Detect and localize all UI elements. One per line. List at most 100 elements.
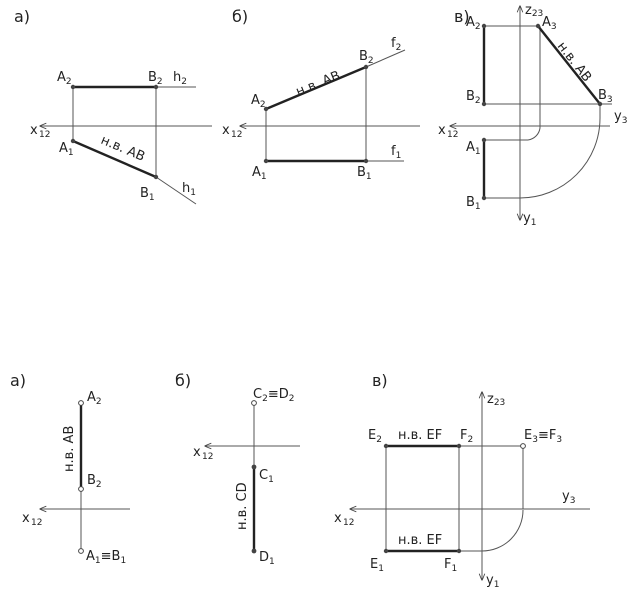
axis-sub-12: 12 bbox=[39, 130, 50, 140]
point-b1 bbox=[481, 195, 487, 201]
point-b2 bbox=[363, 64, 369, 70]
label-b1: B1 bbox=[357, 165, 372, 182]
point-f2 bbox=[456, 443, 462, 449]
axis-label-x: x bbox=[438, 123, 446, 138]
axis-label-x: x bbox=[222, 123, 230, 138]
label-f1: f1 bbox=[391, 144, 401, 161]
segment-a2-b2 bbox=[265, 65, 367, 111]
label-e2: E2 bbox=[368, 428, 382, 445]
panel-label-bottom-b: б) bbox=[175, 371, 191, 390]
segment-a3-b3 bbox=[537, 25, 601, 105]
top-panel-c: в) x 12 z23 y1 y3 A2 B2 A1 B1 A3 B3 н.в.… bbox=[438, 3, 627, 228]
panel-label-top-b: б) bbox=[232, 7, 248, 26]
point-e2 bbox=[383, 443, 389, 449]
point-a1-b1 bbox=[78, 548, 84, 554]
label-b1: B1 bbox=[140, 186, 155, 203]
point-a1 bbox=[263, 158, 269, 164]
true-length-label-ab: н.в. АВ bbox=[98, 133, 147, 165]
axis-label-z: z23 bbox=[525, 3, 543, 19]
label-a1-equiv-b1: A1≡B1 bbox=[86, 549, 126, 566]
axis-label-y1: y1 bbox=[486, 573, 499, 590]
top-panel-b: б) x 12 A2 B2 f2 A1 B1 f1 н.в. АВ bbox=[222, 7, 420, 182]
bottom-panel-a: а) x 12 A2 B2 A1≡B1 н.в. АВ bbox=[10, 371, 130, 566]
axis-sub-12: 12 bbox=[202, 452, 213, 462]
axis-sub-12: 12 bbox=[31, 518, 42, 528]
label-a2: A2 bbox=[251, 93, 266, 110]
point-b2 bbox=[481, 101, 487, 107]
point-f1 bbox=[456, 548, 462, 554]
label-a1: A1 bbox=[59, 141, 74, 158]
label-a2: A2 bbox=[87, 390, 102, 407]
axis-sub-12: 12 bbox=[343, 518, 354, 528]
axis-sub-12: 12 bbox=[231, 130, 242, 140]
label-b2: B2 bbox=[466, 89, 481, 106]
bottom-panel-c: в) x 12 z23 y1 y3 E2 F2 E3≡F3 E1 F1 н.в.… bbox=[334, 371, 590, 590]
point-a3 bbox=[535, 23, 541, 29]
panel-label-bottom-c: в) bbox=[372, 371, 388, 390]
axis-label-y3: y3 bbox=[562, 489, 575, 506]
label-d1: D1 bbox=[259, 550, 275, 567]
label-h1: h1 bbox=[182, 181, 196, 198]
true-length-label-ab: н.в. АВ bbox=[62, 426, 77, 472]
label-h2: h2 bbox=[173, 70, 187, 87]
panel-label-top-a: а) bbox=[14, 7, 30, 26]
point-b1 bbox=[363, 158, 369, 164]
h1-line bbox=[155, 176, 197, 205]
point-b2 bbox=[153, 84, 159, 90]
point-a2 bbox=[481, 23, 487, 29]
label-b2: B2 bbox=[359, 49, 374, 66]
top-panel-a: а) x 12 A2 B2 h2 A1 B1 h1 н.в. АВ bbox=[14, 7, 212, 205]
point-a1 bbox=[481, 137, 487, 143]
label-e1: E1 bbox=[370, 557, 384, 574]
point-b2 bbox=[78, 486, 84, 492]
point-a2 bbox=[263, 106, 269, 112]
label-b3: B3 bbox=[598, 88, 613, 105]
label-a2: A2 bbox=[466, 15, 481, 32]
point-a2 bbox=[70, 84, 76, 90]
arc-link-a bbox=[527, 26, 541, 141]
label-b2: B2 bbox=[148, 70, 163, 87]
axis-label-x: x bbox=[22, 511, 30, 526]
point-e1 bbox=[383, 548, 389, 554]
label-f2: F2 bbox=[460, 428, 473, 445]
axis-label-x: x bbox=[30, 123, 38, 138]
segment-a1-b1 bbox=[72, 139, 157, 179]
axis-label-z: z23 bbox=[487, 392, 505, 408]
label-f1: F1 bbox=[444, 557, 457, 574]
label-c1: C1 bbox=[259, 468, 274, 485]
axis-sub-12: 12 bbox=[447, 130, 458, 140]
label-a2: A2 bbox=[57, 70, 72, 87]
point-a1 bbox=[70, 138, 76, 144]
panel-label-bottom-a: а) bbox=[10, 371, 26, 390]
true-length-label-cd: н.в. CD bbox=[235, 482, 250, 530]
f2-line bbox=[365, 49, 406, 68]
label-a1: A1 bbox=[252, 165, 267, 182]
point-e3-f3 bbox=[520, 443, 526, 449]
axis-label-x: x bbox=[334, 511, 342, 526]
true-length-label-ef-front: н.в. EF bbox=[398, 428, 442, 443]
point-d1 bbox=[251, 548, 257, 554]
point-b3 bbox=[597, 101, 603, 107]
arc-link-b bbox=[519, 104, 601, 199]
label-a1: A1 bbox=[466, 140, 481, 157]
label-b2: B2 bbox=[87, 473, 102, 490]
arc-link bbox=[481, 509, 524, 552]
true-length-label-ab: н.в. АВ bbox=[294, 68, 343, 99]
true-length-label-ab: н.в. АВ bbox=[554, 39, 594, 85]
point-c2-d2 bbox=[251, 400, 257, 406]
point-a2 bbox=[78, 400, 84, 406]
label-e3-equiv-f3: E3≡F3 bbox=[524, 428, 562, 445]
axis-label-y1: y1 bbox=[523, 211, 536, 228]
point-b1 bbox=[153, 174, 159, 180]
label-c2-equiv-d2: C2≡D2 bbox=[253, 387, 294, 404]
point-c1 bbox=[251, 464, 257, 470]
label-b1: B1 bbox=[466, 195, 481, 212]
label-a3: A3 bbox=[542, 15, 557, 32]
true-length-label-ef-top: н.в. EF bbox=[398, 533, 442, 548]
axis-label-x: x bbox=[193, 445, 201, 460]
axis-label-y3: y3 bbox=[614, 109, 627, 126]
panel-label-top-c: в) bbox=[454, 7, 470, 26]
bottom-panel-b: б) x 12 C2≡D2 C1 D1 н.в. CD bbox=[175, 371, 300, 567]
label-f2: f2 bbox=[391, 36, 401, 53]
